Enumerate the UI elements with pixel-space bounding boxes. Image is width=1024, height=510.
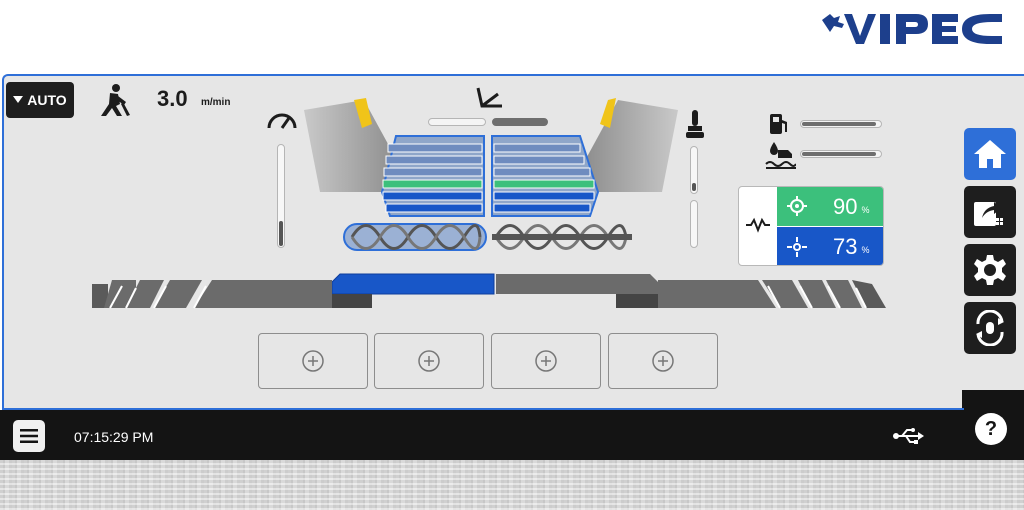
water-level-bar: [800, 150, 882, 158]
asphalt-texture: [0, 460, 1024, 510]
auger-level-bar-upper: [690, 146, 698, 194]
water-level-fill: [802, 152, 876, 156]
help-button[interactable]: ?: [975, 413, 1007, 445]
usb-icon: [892, 426, 924, 451]
sensor-readout[interactable]: 90 % 73 %: [738, 186, 884, 266]
add-slot-1[interactable]: [258, 333, 368, 389]
calibration-button[interactable]: [964, 302, 1016, 354]
direction-icon: [474, 84, 506, 115]
add-icon: [418, 350, 440, 372]
add-slot-4[interactable]: [608, 333, 718, 389]
sensor-bottom-unit: %: [861, 244, 870, 255]
panel-border: [2, 408, 964, 410]
add-icon: [535, 350, 557, 372]
home-button[interactable]: [964, 128, 1016, 180]
help-label: ?: [984, 417, 998, 440]
asphalt-strip: [0, 460, 1024, 510]
target-icon: [787, 196, 807, 216]
sensor-bottom-value: 73: [833, 233, 858, 259]
fuel-level-fill: [802, 122, 876, 126]
crosshair-icon: [787, 237, 807, 257]
sensor-top-row: 90 %: [777, 187, 883, 226]
add-icon: [652, 350, 674, 372]
sensor-top-unit: %: [861, 204, 870, 215]
bottom-bar: [0, 410, 1024, 460]
settings-icon: [974, 255, 1006, 285]
settings-button[interactable]: [964, 244, 1016, 296]
menu-button[interactable]: [13, 420, 45, 452]
caret-down-icon: [13, 96, 24, 103]
hopper-right-bar: [492, 118, 548, 126]
auto-mode-button[interactable]: AUTO: [6, 82, 74, 118]
speed-unit: m/min: [201, 97, 231, 108]
export-button[interactable]: [964, 186, 1016, 238]
auger-level-bar-lower: [690, 200, 698, 248]
speed-level-bar: [277, 144, 285, 248]
add-slot-3[interactable]: [491, 333, 601, 389]
paver-illustration: [86, 96, 896, 321]
home-icon: [974, 140, 1006, 168]
sensor-wave-icon: [745, 217, 771, 238]
add-icon: [302, 350, 324, 372]
hamburger-icon: [20, 429, 38, 443]
sensor-top-value: 90: [833, 193, 858, 219]
fuel-level-bar: [800, 120, 882, 128]
hopper-left-bar: [428, 118, 486, 126]
brand-logo: [820, 8, 1004, 53]
speed-value: 3.0: [157, 86, 188, 111]
bottom-bar-notch: [962, 390, 1024, 412]
add-slot-2[interactable]: [374, 333, 484, 389]
water-icon: [764, 140, 797, 175]
speedometer-icon: [267, 112, 297, 137]
fuel-icon: [768, 112, 792, 141]
export-icon: [974, 202, 1003, 226]
calibration-icon: [976, 310, 1004, 346]
mode-label: AUTO: [27, 92, 67, 108]
clock-time: 07:15:29 PM: [74, 429, 154, 445]
speed-level-fill: [279, 221, 283, 246]
joystick-icon: [684, 108, 706, 145]
sensor-bottom-row: 73 %: [777, 227, 883, 265]
auger-level-fill: [692, 183, 696, 191]
worker-icon: [96, 82, 132, 123]
